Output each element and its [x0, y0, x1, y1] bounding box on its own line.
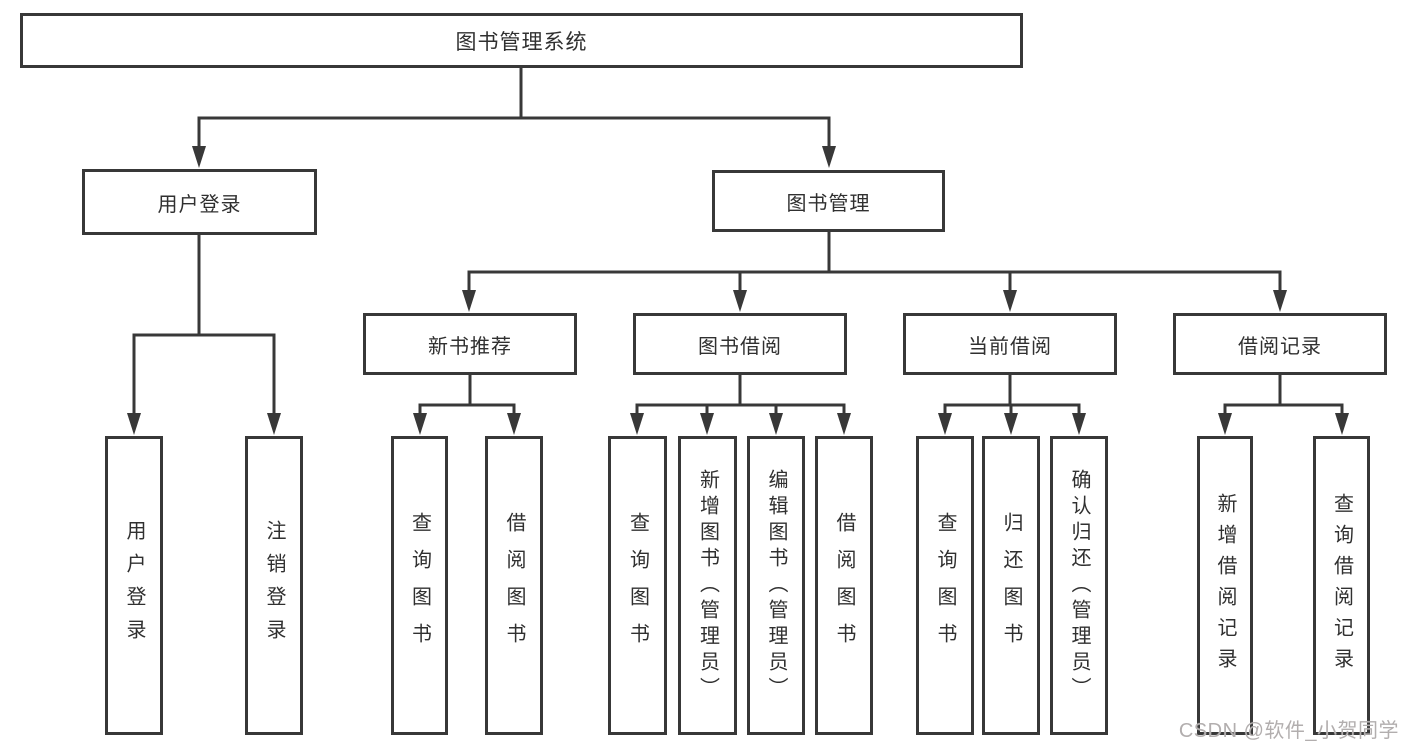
node-label: 归还图书	[1000, 511, 1022, 660]
node-user-login: 用户登录	[82, 169, 317, 235]
leaf-newbook-borrow-books: 借阅图书	[485, 436, 543, 735]
node-library-system: 图书管理系统	[20, 13, 1023, 68]
node-book-borrow: 图书借阅	[633, 313, 847, 375]
node-label: 新增图书（管理员）	[696, 468, 719, 703]
node-new-book-recommend: 新书推荐	[363, 313, 577, 375]
node-label: 借阅记录	[1238, 335, 1322, 358]
leaf-borrow-query-books: 查询图书	[608, 436, 667, 735]
leaf-newbook-query-books: 查询图书	[391, 436, 448, 735]
node-current-borrow: 当前借阅	[903, 313, 1117, 375]
node-label: 确认归还（管理员）	[1068, 468, 1090, 703]
node-label: 编辑图书（管理员）	[765, 468, 787, 703]
node-label: 查询图书	[934, 511, 956, 660]
watermark: CSDN @软件_小贺同学	[1178, 720, 1399, 742]
leaf-current-query-books: 查询图书	[916, 436, 974, 735]
node-label: 图书借阅	[698, 335, 782, 358]
leaf-current-return-books: 归还图书	[982, 436, 1040, 735]
node-label: 借阅图书	[833, 511, 855, 660]
leaf-borrow-borrow-books: 借阅图书	[815, 436, 873, 735]
node-label: 图书管理系统	[455, 30, 588, 54]
leaf-records-add-record: 新增借阅记录	[1197, 436, 1253, 735]
node-book-management: 图书管理	[712, 170, 945, 232]
leaf-borrow-edit-books-admin: 编辑图书（管理员）	[747, 436, 805, 735]
node-label: 图书管理	[786, 192, 871, 215]
node-label: 注销登录	[263, 519, 285, 652]
leaf-current-confirm-return-admin: 确认归还（管理员）	[1050, 436, 1108, 735]
node-borrow-records: 借阅记录	[1173, 313, 1387, 375]
node-label: 当前借阅	[968, 335, 1052, 358]
leaf-borrow-add-books-admin: 新增图书（管理员）	[678, 436, 737, 735]
node-label: 借阅图书	[503, 511, 525, 660]
leaf-user-login: 用户登录	[105, 436, 163, 735]
node-label: 用户登录	[157, 193, 242, 216]
leaf-logout-login: 注销登录	[245, 436, 303, 735]
node-label: 查询借阅记录	[1330, 492, 1353, 679]
node-label: 用户登录	[123, 519, 145, 652]
node-label: 查询图书	[626, 511, 649, 660]
node-label: 查询图书	[408, 511, 431, 660]
leaf-records-query-record: 查询借阅记录	[1313, 436, 1370, 735]
node-label: 新增借阅记录	[1214, 492, 1236, 679]
node-label: 新书推荐	[428, 335, 512, 358]
